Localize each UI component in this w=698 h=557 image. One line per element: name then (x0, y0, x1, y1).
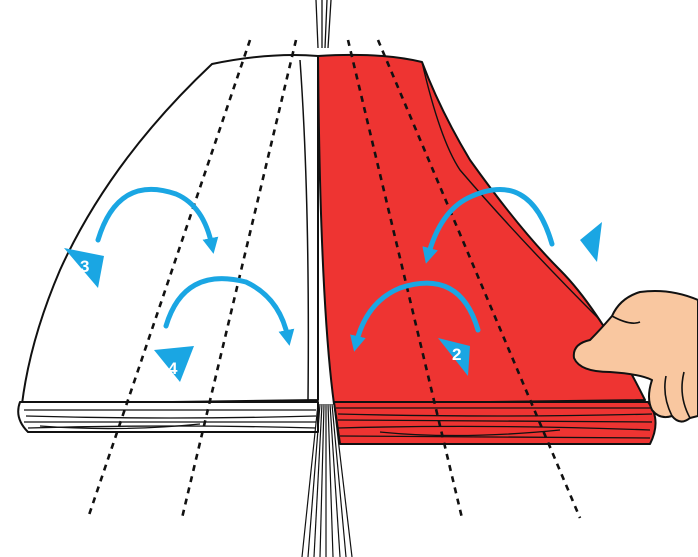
step-badge-triangle (438, 338, 470, 376)
fold-arrows (95, 186, 555, 352)
red-folded-stack (333, 401, 657, 445)
step-badge-2: 2 (438, 338, 470, 376)
step-number: 3 (80, 257, 89, 276)
step-badge-triangle (580, 222, 602, 262)
step-badge-4: 4 (154, 346, 194, 382)
hand-icon (572, 290, 698, 423)
red-canopy-panel (317, 53, 646, 405)
fold-guide-line (376, 39, 582, 519)
fold-guide-line (346, 39, 464, 519)
step-badge-triangle (64, 248, 104, 288)
step-number: 4 (168, 359, 178, 378)
step-number: 2 (452, 345, 461, 364)
step-badge-triangle (154, 346, 194, 382)
curved-arrow-icon (350, 280, 481, 352)
white-canopy-panel (21, 54, 319, 405)
step-badges: 1 2 3 4 (64, 222, 602, 382)
step-badge-3: 3 (64, 248, 104, 288)
red-gore-fold-line (421, 61, 601, 321)
curved-arrow-icon (163, 276, 295, 346)
bottom-suspension-lines (301, 403, 353, 557)
curved-arrow-icon (95, 186, 219, 254)
step-number: 1 (570, 233, 579, 252)
step-badge-1: 1 (570, 222, 602, 262)
fold-guide-line (86, 39, 252, 519)
curved-arrow-icon (422, 187, 555, 264)
white-inner-gore-edge (299, 59, 310, 401)
top-suspension-lines (315, 0, 332, 49)
white-folded-stack (17, 401, 319, 433)
